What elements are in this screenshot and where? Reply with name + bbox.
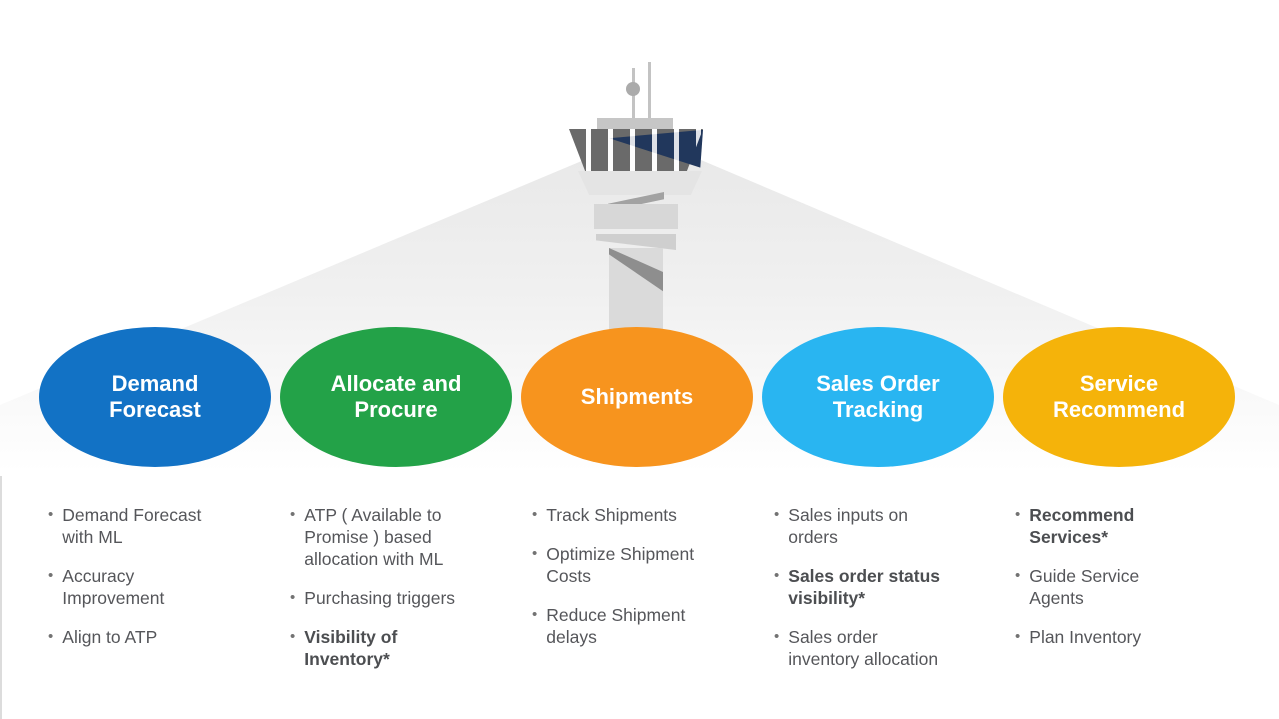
tower-antenna-icon (648, 62, 651, 120)
tower-band (594, 204, 678, 229)
stage-ellipse-label: Allocate and Procure (330, 371, 462, 422)
bullet-text: Accuracy Improvement (62, 566, 165, 609)
bullet-item: • Plan Inventory (1015, 626, 1229, 648)
stage-ellipse-label: Sales Order Tracking (816, 371, 940, 422)
bullet-marker-icon: • (48, 506, 54, 523)
bullet-item: • Sales order status visibility* (774, 565, 988, 609)
bullet-marker-icon: • (48, 628, 54, 646)
bullet-marker-icon: • (290, 589, 296, 607)
stage-ellipse-sales-order-tracking: Sales Order Tracking (762, 327, 994, 467)
bullet-text: Sales order status visibility* (788, 566, 940, 609)
bullet-marker-icon: • (290, 506, 296, 523)
bullet-marker-icon: • (774, 567, 780, 585)
bullet-list: • Recommend Services* • Guide Service Agent… (1015, 504, 1229, 648)
bullet-column-sales-order-tracking: • Sales inputs on orders • Sales order stat… (774, 504, 988, 687)
bullet-text: Demand Forecast with ML (62, 505, 202, 548)
bullet-marker-icon: • (1015, 506, 1021, 523)
bullet-text: Guide Service Agents (1029, 566, 1140, 609)
bullet-text: Sales inputs on orders (788, 505, 908, 548)
column-divider (0, 476, 2, 719)
bullet-list: • Sales inputs on orders • Sales order stat… (774, 504, 988, 670)
bullet-item: • Align to ATP (48, 626, 262, 648)
bullet-text: Track Shipments (546, 505, 677, 525)
bullet-text: ATP ( Available to Promise ) based alloc… (304, 505, 444, 570)
bullet-marker-icon: • (774, 506, 780, 523)
bullet-item: • Visibility of Inventory* (290, 626, 504, 670)
bullet-text: Visibility of Inventory* (304, 627, 398, 670)
bullet-item: • Guide Service Agents (1015, 565, 1229, 609)
bullet-marker-icon: • (532, 506, 538, 523)
stage-ellipse-label: Demand Forecast (109, 371, 201, 422)
bullet-list: • ATP ( Available to Promise ) based allo… (290, 504, 504, 670)
stage-ellipse-service-recommend: Service Recommend (1003, 327, 1235, 467)
bullet-column-service-recommend: • Recommend Services* • Guide Service Agent… (1015, 504, 1229, 665)
bullet-item: • Sales order inventory allocation (774, 626, 988, 670)
stage-ellipse-label: Shipments (580, 384, 694, 410)
tower-antenna-ball-icon (626, 82, 640, 96)
bullet-marker-icon: • (1015, 567, 1021, 585)
bullet-column-demand-forecast: • Demand Forecast with ML • Accuracy Improv… (48, 504, 262, 665)
bullet-text: Reduce Shipment delays (546, 605, 686, 648)
tower-roof-cap (597, 118, 673, 129)
bullet-item: • Optimize Shipment Costs (532, 543, 746, 587)
bullet-text: Purchasing triggers (304, 588, 456, 609)
bullet-marker-icon: • (774, 628, 780, 646)
tower-window-mullions (569, 129, 703, 171)
bullet-text: Align to ATP (62, 627, 158, 648)
bullet-text: Plan Inventory (1029, 627, 1142, 648)
bullet-text: Optimize Shipment Costs (546, 544, 695, 587)
bullet-marker-icon: • (290, 628, 296, 646)
bullet-item: • Recommend Services* (1015, 504, 1229, 548)
bullet-list: • Track Shipments • Optimize Shipment Costs… (532, 504, 746, 648)
bullet-text: Recommend Services* (1029, 505, 1135, 548)
stage-ellipse-demand-forecast: Demand Forecast (39, 327, 271, 467)
bullet-item: • Sales inputs on orders (774, 504, 988, 548)
bullet-item: • Accuracy Improvement (48, 565, 262, 609)
bullet-text: Sales order inventory allocation (788, 627, 939, 670)
stage-ellipse-label: Service Recommend (1052, 371, 1186, 422)
bullet-marker-icon: • (532, 606, 538, 624)
bullet-item: • Reduce Shipment delays (532, 604, 746, 648)
bullet-list: • Demand Forecast with ML • Accuracy Improv… (48, 504, 262, 648)
bullet-marker-icon: • (1015, 628, 1021, 646)
bullet-marker-icon: • (48, 567, 54, 585)
bullet-item: • ATP ( Available to Promise ) based allo… (290, 504, 504, 570)
bullet-column-shipments: • Track Shipments • Optimize Shipment Costs… (532, 504, 746, 665)
bullet-column-allocate-and-procure: • ATP ( Available to Promise ) based allo… (290, 504, 504, 687)
bullet-item: • Demand Forecast with ML (48, 504, 262, 548)
stage-ellipse-shipments: Shipments (521, 327, 753, 467)
bullet-item: • Track Shipments (532, 504, 746, 526)
tower-base-trapezoid (578, 171, 702, 195)
bullet-item: • Purchasing triggers (290, 587, 504, 609)
stage-ellipse-allocate-and-procure: Allocate and Procure (280, 327, 512, 467)
bullet-marker-icon: • (532, 545, 538, 563)
